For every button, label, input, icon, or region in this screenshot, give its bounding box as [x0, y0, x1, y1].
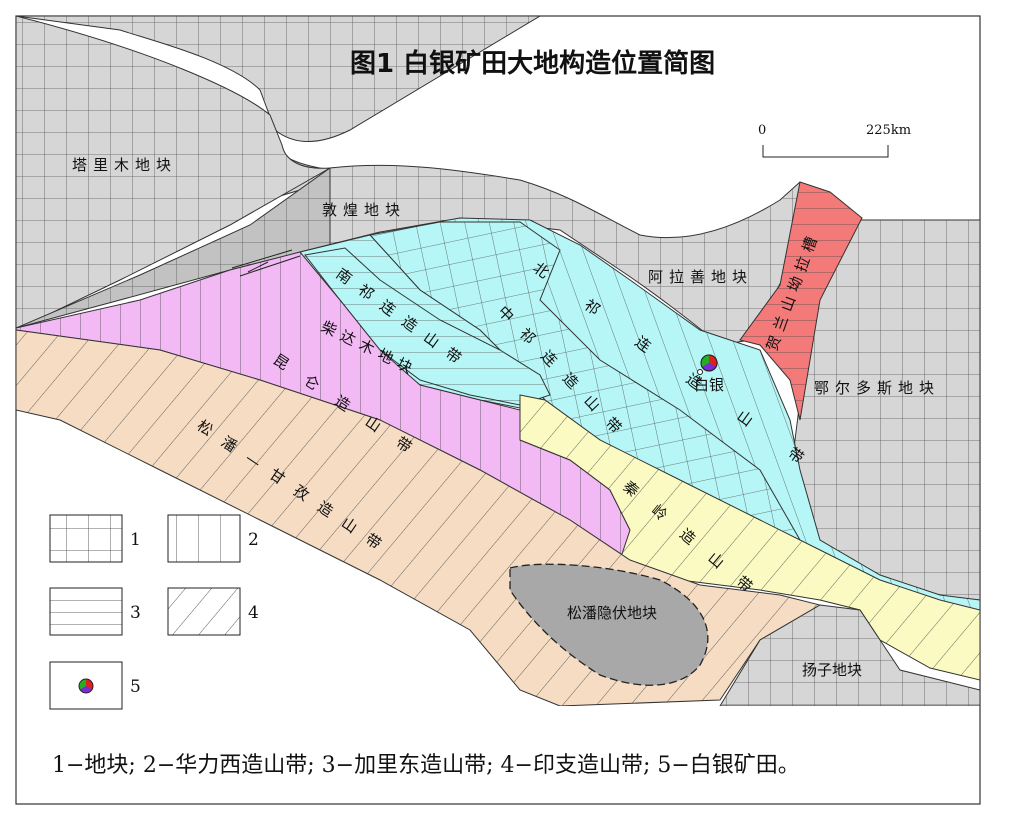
label-dunhuang: 敦煌地块 — [322, 201, 406, 219]
label-erdos: 鄂尔多斯地块 — [814, 379, 940, 397]
label-alashan: 阿拉善地块 — [648, 268, 753, 286]
scale-bar: 0 225km — [758, 123, 911, 158]
label-songpan-block: 松潘隐伏地块 — [567, 604, 657, 622]
legend: 1 2 3 4 5 — [49, 514, 259, 710]
legend-num-1: 1 — [130, 530, 141, 550]
baiyin-ore-field-icon — [697, 354, 718, 375]
legend-swatch-2 — [167, 514, 241, 563]
label-talimu: 塔里木地块 — [72, 156, 177, 174]
legend-swatch-1 — [49, 514, 123, 563]
map-title: 图1 白银矿田大地构造位置简图 — [350, 48, 715, 79]
label-yangzi: 扬子地块 — [802, 661, 862, 679]
scale-end: 225km — [866, 123, 911, 138]
fault-marks — [231, 249, 301, 277]
region-talimu-body — [16, 16, 331, 331]
region-qinling — [519, 394, 980, 681]
legend-caption: 1−地块; 2−华力西造山带; 3−加里东造山带; 4−印支造山带; 5−白银矿… — [52, 753, 800, 778]
region-alashan — [329, 164, 831, 346]
legend-swatch-3 — [49, 587, 123, 636]
legend-num-3: 3 — [130, 603, 141, 623]
region-songpan-block — [509, 563, 709, 686]
legend-ore-field-icon — [78, 678, 94, 694]
legend-num-2: 2 — [248, 530, 259, 550]
region-helan — [739, 181, 863, 421]
legend-num-5: 5 — [130, 677, 141, 697]
scale-start: 0 — [758, 123, 766, 138]
legend-swatch-4 — [167, 587, 241, 636]
label-baiyin: 白银 — [694, 376, 724, 394]
region-yangzi — [719, 604, 980, 706]
legend-num-4: 4 — [248, 603, 259, 623]
